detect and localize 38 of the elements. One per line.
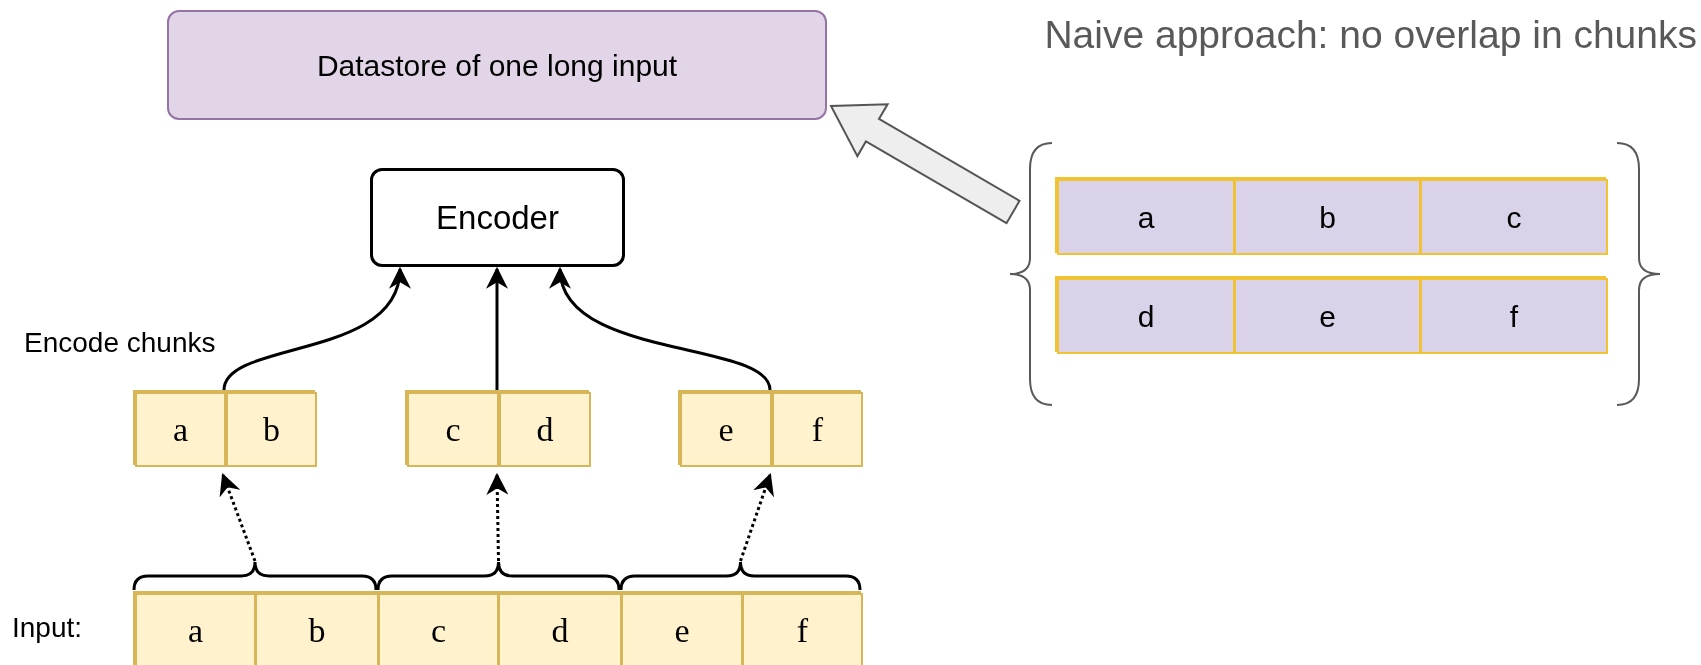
arrow [222,266,408,391]
chunk-box [133,390,315,465]
curly-brace [620,561,861,591]
chunk-cell: b [226,392,317,467]
chunk-box [678,390,861,465]
chunk-cell: c [378,593,499,665]
chunk-row [1055,276,1606,352]
text-label: Encode chunks [24,326,216,360]
chunk-cell: f [772,392,863,467]
chunk-cell: a [135,593,256,665]
chunk-box [133,591,861,665]
encoder-box: Encoder [370,168,625,267]
chunk-row [1055,177,1606,253]
chunk-cell: d [499,392,591,467]
arrow [486,472,509,562]
chunk-cell: e [621,593,743,665]
datastore-box: Datastore of one long input [167,10,827,120]
chunk-box [405,390,589,465]
curly-brace [133,561,377,591]
chunk-cell: a [135,392,226,467]
chunk-cell: e [1234,278,1421,354]
chunk-cell: f [742,593,863,665]
title: Naive approach: no overlap in chunks [1044,12,1697,58]
text-label: Input: [12,611,83,645]
chunk-cell: c [1420,179,1608,255]
arrow [486,266,508,390]
chunk-cell: b [255,593,379,665]
chunk-cell: f [1420,278,1608,354]
chunk-cell: a [1057,179,1235,255]
chunk-cell: b [1234,179,1421,255]
chunk-cell: c [407,392,499,467]
chunk-cell: e [680,392,772,467]
block-arrow [829,103,1021,225]
curly-brace [377,561,620,591]
chunk-cell: d [498,593,622,665]
arrow [739,472,774,562]
chunk-cell: d [1057,278,1235,354]
arrow [219,472,257,562]
